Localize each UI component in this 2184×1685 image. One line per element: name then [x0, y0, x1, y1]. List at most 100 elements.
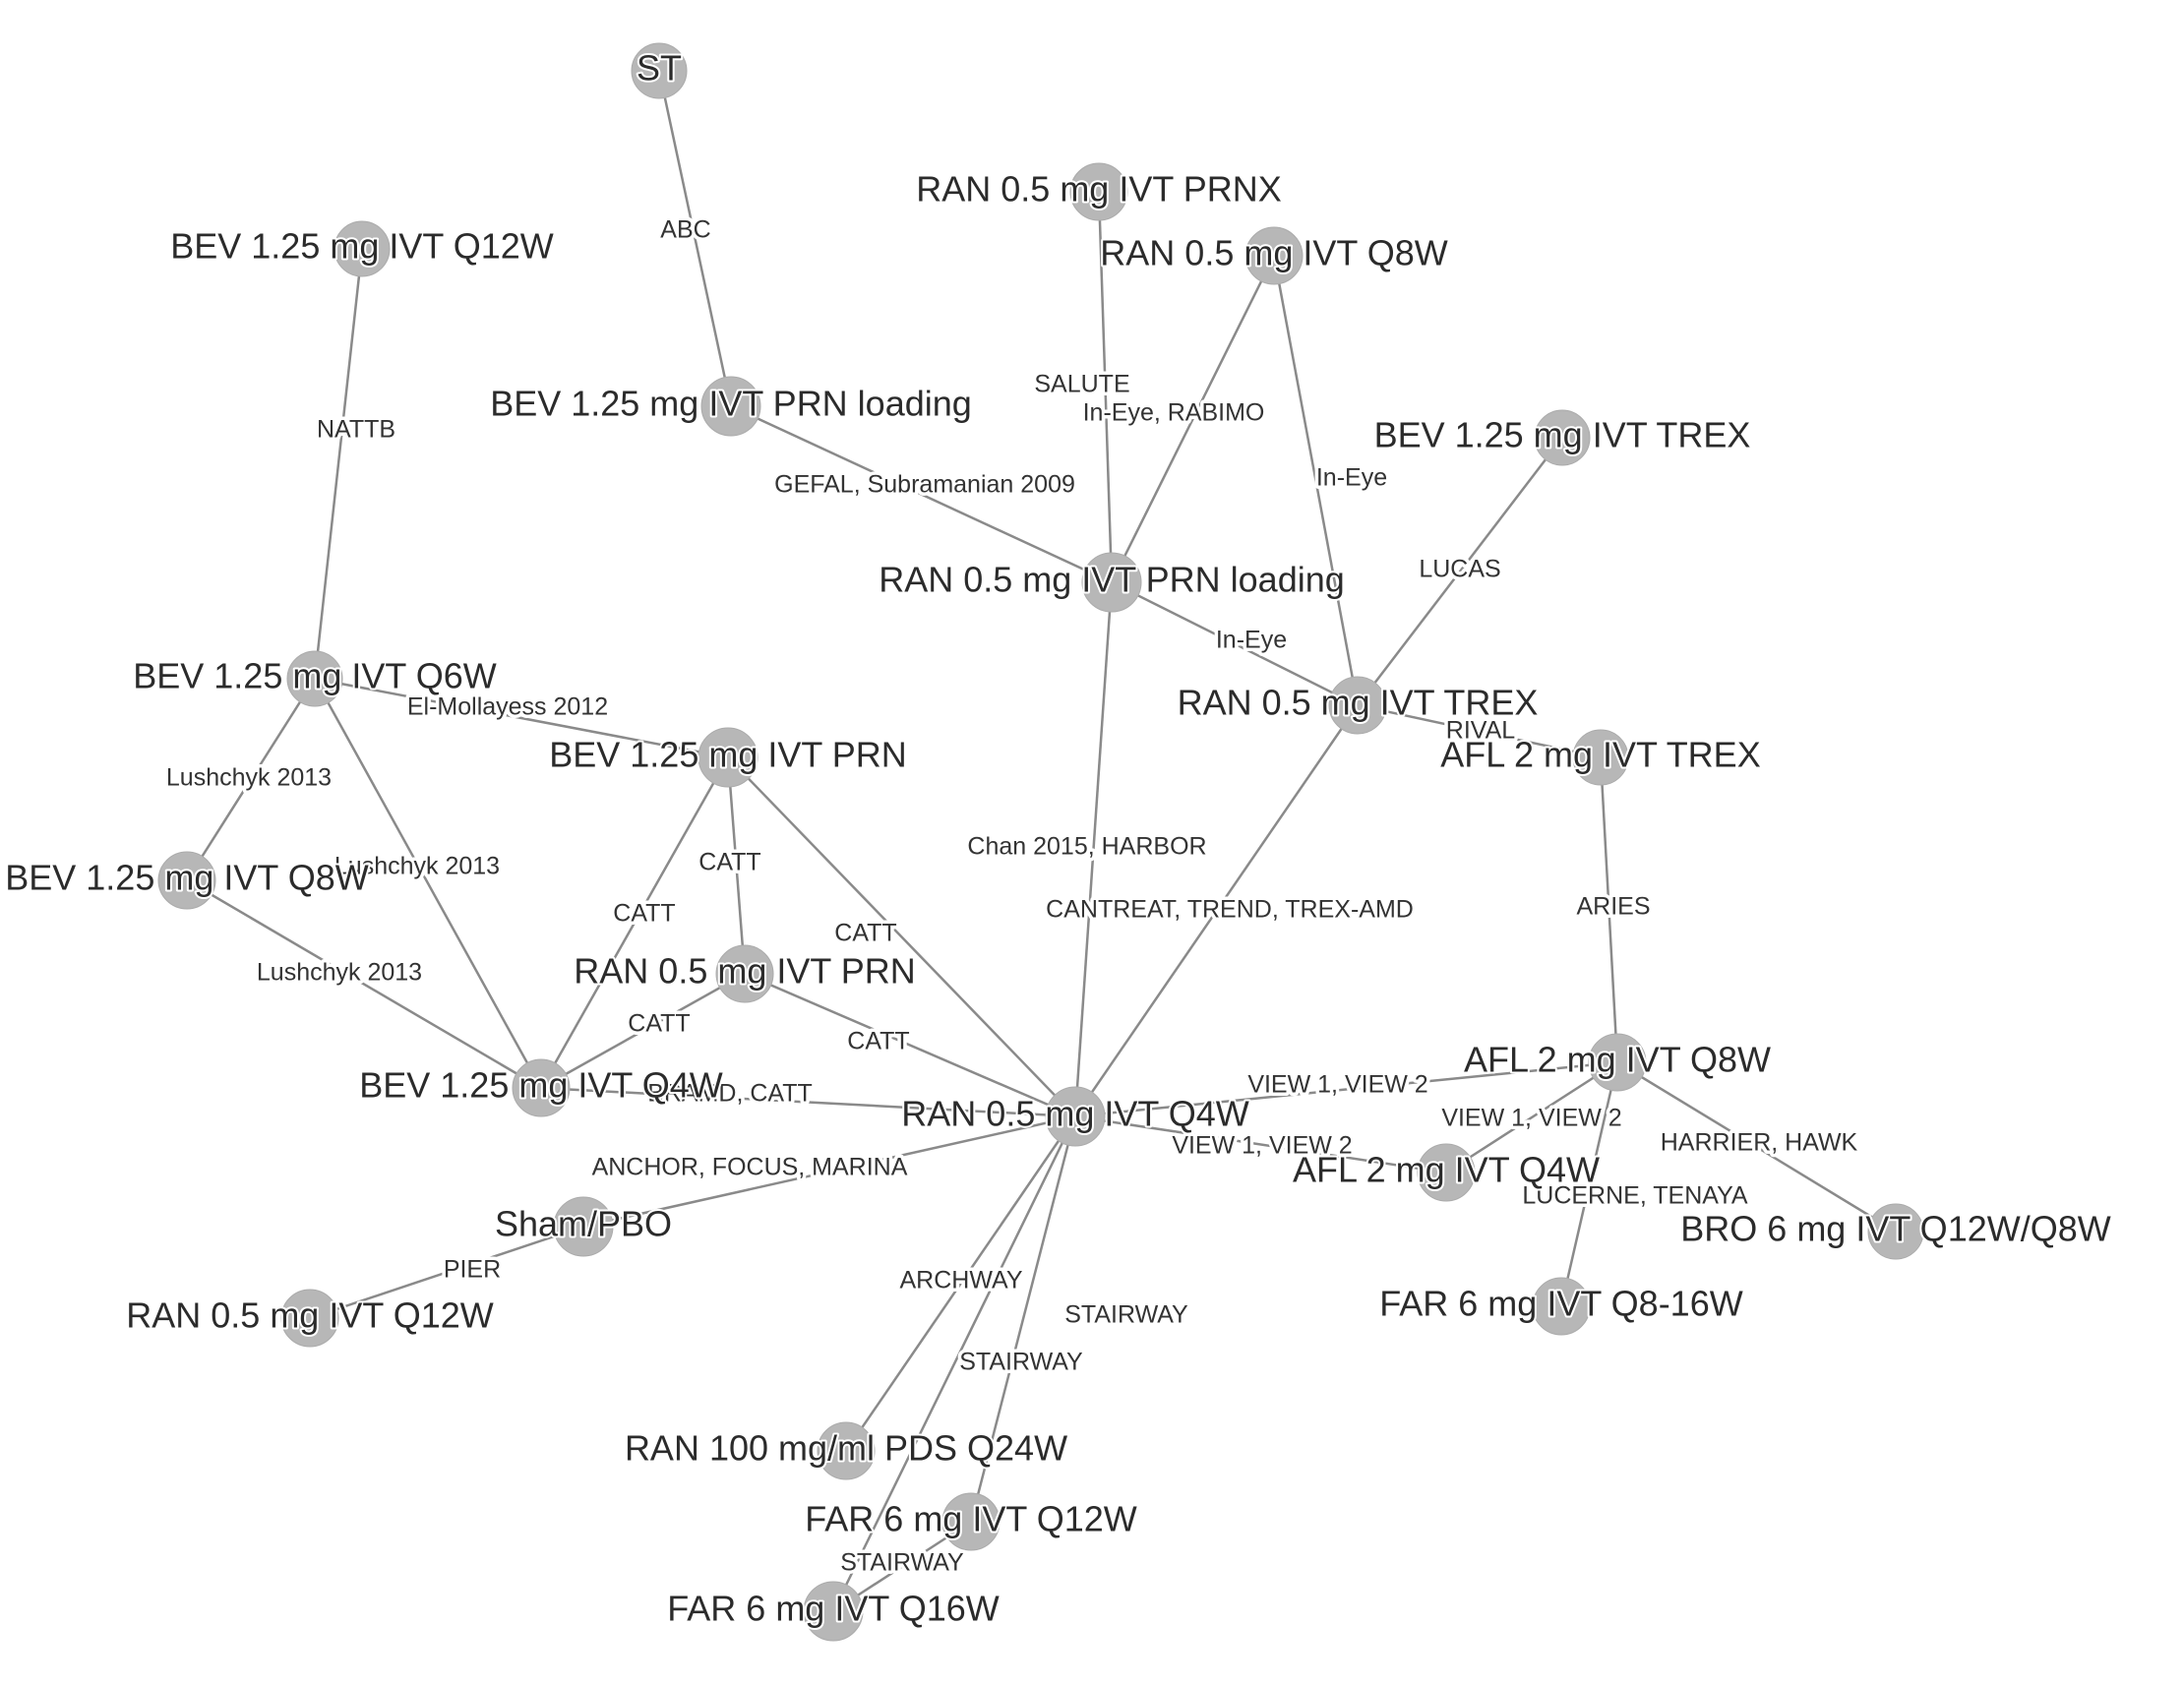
- edge-label-ran_q4w--sham_pbo: ANCHOR, FOCUS, MARINA: [592, 1154, 908, 1181]
- node-sham_pbo: [553, 1196, 614, 1257]
- node-label-bro_q12w_q8w: BRO 6 mg IVT Q12W/Q8W: [1680, 1209, 2110, 1249]
- node-label-bev_q6w: BEV 1.25 mg IVT Q6W: [133, 656, 496, 696]
- node-ran_q4w: [1045, 1086, 1106, 1147]
- node-label-ran_q8w: RAN 0.5 mg IVT Q8W: [1100, 233, 1447, 273]
- edge-ran_q4w--afl_q4w: [1074, 1114, 1447, 1174]
- node-ran_q8w: [1244, 226, 1304, 285]
- node-label-bev_q4w: BEV 1.25 mg IVT Q4W: [359, 1065, 722, 1106]
- node-label-bev_trex: BEV 1.25 mg IVT TREX: [1374, 415, 1751, 455]
- edge-ran_prnx--ran_prn_loading: [1097, 191, 1114, 583]
- node-label-ran_trex: RAN 0.5 mg IVT TREX: [1178, 683, 1539, 723]
- edge-label-ran_prn--ran_q4w: CATT: [847, 1028, 909, 1055]
- node-bev_prn_loading: [700, 376, 761, 437]
- node-bev_q12w: [334, 220, 391, 277]
- node-label-sham_pbo: Sham/PBO: [495, 1204, 672, 1244]
- node-bro_q12w_q8w: [1867, 1203, 1924, 1260]
- edge-label-ran_q4w--afl_q4w: VIEW 1, VIEW 2: [1172, 1132, 1352, 1160]
- node-ran_pds: [817, 1421, 876, 1480]
- edge-label-ran_trex--afl_trex: RIVAL: [1446, 717, 1515, 745]
- node-label-ran_prn_loading: RAN 0.5 mg IVT PRN loading: [879, 560, 1345, 600]
- node-ran_trex: [1328, 676, 1387, 735]
- edge-afl_q8w--afl_q4w: [1445, 1060, 1618, 1174]
- node-label-bev_prn_loading: BEV 1.25 mg IVT PRN loading: [490, 384, 972, 424]
- node-label-bev_q12w: BEV 1.25 mg IVT Q12W: [170, 226, 554, 267]
- edge-ran_prn_loading--ran_q4w: [1073, 581, 1114, 1117]
- edge-ran_q4w--sham_pbo: [582, 1114, 1076, 1229]
- edge-afl_q8w--bro_q12w_q8w: [1616, 1060, 1897, 1234]
- edge-bev_q6w--bev_q8w: [185, 678, 317, 881]
- edge-label-bev_q6w--bev_q8w: Lushchyk 2013: [166, 764, 332, 792]
- edge-label-sham_pbo--ran_q12w: PIER: [444, 1256, 501, 1284]
- edge-st--bev_prn_loading: [657, 70, 733, 407]
- edge-bev_q4w--ran_q4w: [540, 1086, 1076, 1118]
- node-label-ran_prnx: RAN 0.5 mg IVT PRNX: [916, 169, 1281, 210]
- node-label-bev_prn: BEV 1.25 mg IVT PRN: [549, 735, 906, 775]
- edge-label-bev_q8w--bev_q4w: Lushchyk 2013: [257, 959, 422, 987]
- edge-bev_q6w--bev_prn: [314, 677, 729, 759]
- edge-bev_prn--bev_q4w: [539, 756, 730, 1089]
- node-label-ran_q12w: RAN 0.5 mg IVT Q12W: [126, 1295, 493, 1336]
- node-ran_prnx: [1069, 162, 1128, 221]
- node-bev_prn: [698, 727, 758, 788]
- node-bev_q4w: [512, 1058, 571, 1117]
- edge-label-ran_prn_loading--ran_q4w: Chan 2015, HARBOR: [967, 833, 1206, 861]
- edge-ran_q8w--ran_trex: [1272, 255, 1360, 706]
- edge-label-ran_q4w--ran_pds: ARCHWAY: [900, 1267, 1023, 1294]
- edge-bev_prn--ran_q4w: [727, 756, 1076, 1117]
- edge-label-ran_q4w--far_q12w: STAIRWAY: [1064, 1301, 1188, 1329]
- node-ran_prn: [715, 944, 774, 1003]
- edge-bev_trex--ran_trex: [1357, 437, 1563, 706]
- edge-ran_prn_loading--ran_trex: [1111, 580, 1359, 707]
- node-label-bev_q8w: BEV 1.25 mg IVT Q8W: [5, 858, 368, 898]
- edge-bev_prn--ran_prn: [726, 756, 747, 975]
- edge-label-afl_q8w--afl_q4w: VIEW 1, VIEW 2: [1441, 1105, 1621, 1132]
- edge-bev_q12w--bev_q6w: [313, 248, 364, 680]
- node-far_q16w: [803, 1581, 864, 1642]
- edge-label-bev_prn--bev_q4w: CATT: [613, 900, 675, 928]
- edge-label-bev_prn--ran_prn: CATT: [698, 849, 760, 876]
- edge-label-bev_prn_loading--ran_prn_loading: GEFAL, Subramanian 2009: [774, 471, 1075, 499]
- edge-label-ran_trex--ran_q4w: CANTREAT, TREND, TREX-AMD: [1046, 896, 1414, 924]
- edge-label-bev_q6w--bev_prn: El-Mollayess 2012: [407, 693, 608, 721]
- node-bev_q8w: [157, 851, 216, 910]
- edge-label-ran_q4w--far_q16w: STAIRWAY: [959, 1349, 1083, 1376]
- node-label-ran_pds: RAN 100 mg/ml PDS Q24W: [625, 1428, 1067, 1469]
- node-label-st: ST: [637, 48, 682, 89]
- edge-afl_q8w--far_q8_16w: [1559, 1061, 1619, 1307]
- node-afl_q4w: [1417, 1143, 1476, 1202]
- edge-label-ran_q8w--ran_trex: In-Eye: [1316, 464, 1387, 492]
- edge-ran_trex--ran_q4w: [1073, 704, 1360, 1117]
- node-ran_prn_loading: [1081, 552, 1142, 613]
- node-label-ran_prn: RAN 0.5 mg IVT PRN: [574, 951, 915, 992]
- edge-ran_q8w--ran_prn_loading: [1110, 255, 1276, 583]
- edge-label-st--bev_prn_loading: ABC: [660, 216, 710, 244]
- edge-ran_q4w--far_q12w: [969, 1115, 1077, 1523]
- node-afl_trex: [1572, 729, 1629, 786]
- node-label-afl_q4w: AFL 2 mg IVT Q4W: [1293, 1150, 1600, 1190]
- edge-label-afl_trex--afl_q8w: ARIES: [1576, 893, 1650, 921]
- edge-label-afl_q8w--bro_q12w_q8w: HARRIER, HAWK: [1661, 1129, 1858, 1157]
- edge-label-far_q12w--far_q16w: STAIRWAY: [840, 1549, 964, 1577]
- edge-ran_q4w--ran_pds: [844, 1115, 1077, 1452]
- node-far_q8_16w: [1532, 1277, 1591, 1336]
- edge-afl_trex--afl_q8w: [1599, 756, 1619, 1063]
- node-label-afl_q8w: AFL 2 mg IVT Q8W: [1464, 1040, 1771, 1080]
- edge-label-bev_q12w--bev_q6w: NATTB: [317, 416, 395, 444]
- edge-bev_q8w--bev_q4w: [186, 878, 542, 1090]
- edge-label-ran_q8w--ran_prn_loading: In-Eye, RABIMO: [1083, 399, 1265, 427]
- node-st: [631, 42, 688, 99]
- edge-label-bev_prn--ran_q4w: CATT: [834, 920, 896, 947]
- node-label-far_q8_16w: FAR 6 mg IVT Q8-16W: [1379, 1284, 1742, 1324]
- node-ran_q12w: [280, 1289, 339, 1348]
- node-label-far_q12w: FAR 6 mg IVT Q12W: [805, 1499, 1136, 1539]
- node-bev_q6w: [286, 650, 343, 707]
- node-label-ran_q4w: RAN 0.5 mg IVT Q4W: [901, 1094, 1248, 1134]
- edge-label-ran_prnx--ran_prn_loading: SALUTE: [1034, 371, 1129, 398]
- node-label-far_q16w: FAR 6 mg IVT Q16W: [667, 1589, 999, 1629]
- node-afl_q8w: [1588, 1033, 1647, 1092]
- edge-ran_q4w--afl_q8w: [1074, 1060, 1618, 1118]
- edge-label-ran_q4w--afl_q8w: VIEW 1, VIEW 2: [1247, 1071, 1427, 1099]
- edge-ran_q4w--far_q16w: [831, 1115, 1077, 1612]
